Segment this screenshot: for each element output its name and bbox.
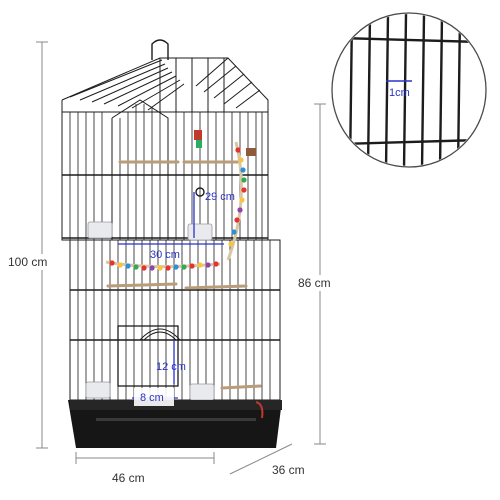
cage-upper-bars (62, 104, 268, 240)
height-outer-label: 100 cm (8, 255, 47, 269)
cage-roof (61, 57, 269, 113)
cage-base-tray (68, 400, 282, 448)
wooden-perches (106, 160, 262, 390)
dimension-lines (36, 41, 326, 475)
door-width-label-bg (134, 388, 174, 406)
inset-spacing-label: 1cm (389, 87, 410, 99)
wire-spacing-inset: 1cm (331, 12, 487, 168)
cage-lower-section (69, 239, 281, 401)
door-width-label: 8 cm (140, 392, 164, 404)
width-label: 46 cm (112, 471, 145, 485)
height-outer-label-bg (6, 254, 62, 270)
cage-handle (151, 39, 169, 60)
perch-height-label: 29 cm (205, 191, 235, 203)
cage-door (117, 325, 181, 387)
bird-cage (61, 39, 282, 448)
height-body-label-bg (296, 275, 344, 291)
depth-label: 36 cm (272, 463, 305, 477)
door-height-label: 12 cm (156, 361, 186, 373)
perch-span-label: 30 cm (150, 249, 180, 261)
bead-rope-toy (105, 130, 256, 271)
height-body-label: 86 cm (298, 276, 331, 290)
